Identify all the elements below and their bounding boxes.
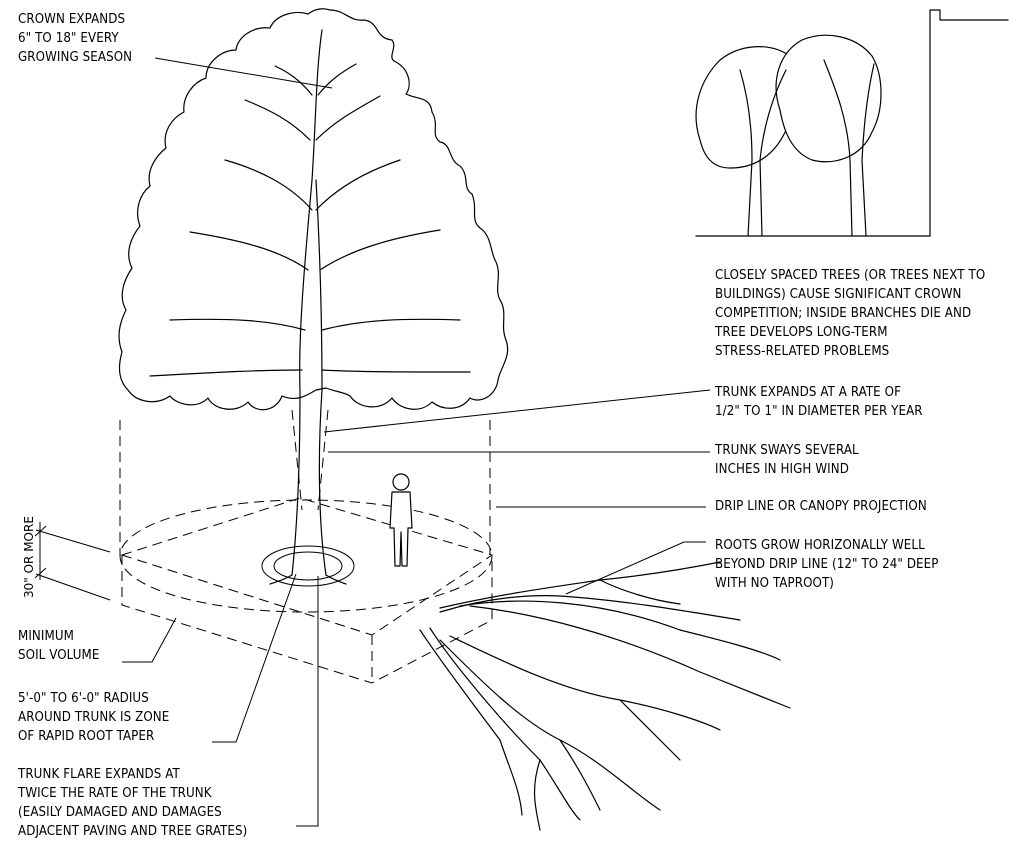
label-line: TWICE THE RATE OF THE TRUNK (18, 784, 247, 803)
label-trunk-expands: TRUNK EXPANDS AT A RATE OF 1/2" TO 1" IN… (715, 383, 923, 421)
label-crown-expands: CROWN EXPANDS 6" TO 18" EVERY GROWING SE… (18, 10, 132, 67)
label-soil-volume: MINIMUM SOIL VOLUME (18, 627, 99, 665)
label-line: COMPETITION; INSIDE BRANCHES DIE AND (715, 304, 985, 323)
label-line: OF RAPID ROOT TAPER (18, 727, 169, 746)
label-line: ADJACENT PAVING AND TREE GRATES) (18, 822, 247, 841)
label-line: 6" TO 18" EVERY (18, 29, 132, 48)
label-closely-spaced-trees: CLOSELY SPACED TREES (OR TREES NEXT TO B… (715, 266, 985, 361)
label-line: TRUNK SWAYS SEVERAL (715, 441, 859, 460)
soil-volume-block (120, 498, 492, 683)
label-line: CLOSELY SPACED TREES (OR TREES NEXT TO (715, 266, 985, 285)
inset-trees-building (696, 10, 1008, 236)
label-line: MINIMUM (18, 627, 99, 646)
label-trunk-flare: TRUNK FLARE EXPANDS AT TWICE THE RATE OF… (18, 765, 247, 841)
label-line: ROOTS GROW HORIZONALLY WELL (715, 536, 939, 555)
label-line: BUILDINGS) CAUSE SIGNIFICANT CROWN (715, 285, 985, 304)
label-line: 1/2" TO 1" IN DIAMETER PER YEAR (715, 402, 923, 421)
label-line: SOIL VOLUME (18, 646, 99, 665)
roots (420, 562, 790, 830)
label-line: GROWING SEASON (18, 48, 132, 67)
tree-trunk (270, 390, 346, 584)
label-line: AROUND TRUNK IS ZONE (18, 708, 169, 727)
label-trunk-sways: TRUNK SWAYS SEVERAL INCHES IN HIGH WIND (715, 441, 859, 479)
label-line: CROWN EXPANDS (18, 10, 132, 29)
label-line: (EASILY DAMAGED AND DAMAGES (18, 803, 247, 822)
label-line: BEYOND DRIP LINE (12" TO 24" DEEP (715, 555, 939, 574)
label-line: INCHES IN HIGH WIND (715, 460, 859, 479)
label-line: TREE DEVELOPS LONG-TERM (715, 323, 985, 342)
label-roots: ROOTS GROW HORIZONALLY WELL BEYOND DRIP … (715, 536, 939, 593)
tree-crown (119, 9, 508, 410)
human-figure (390, 474, 412, 566)
label-depth-dimension: 30" OR MORE (22, 516, 36, 598)
trunk-flare-rings (262, 546, 354, 586)
label-line: TRUNK FLARE EXPANDS AT (18, 765, 247, 784)
label-line: DRIP LINE OR CANOPY PROJECTION (715, 497, 927, 516)
drip-line-projection (120, 420, 490, 555)
label-line: TRUNK EXPANDS AT A RATE OF (715, 383, 923, 402)
label-line: STRESS-RELATED PROBLEMS (715, 342, 985, 361)
label-drip-line: DRIP LINE OR CANOPY PROJECTION (715, 497, 927, 516)
label-root-taper: 5'-0" TO 6'-0" RADIUS AROUND TRUNK IS ZO… (18, 689, 169, 746)
label-line: 5'-0" TO 6'-0" RADIUS (18, 689, 169, 708)
label-line: WITH NO TAPROOT) (715, 574, 939, 593)
